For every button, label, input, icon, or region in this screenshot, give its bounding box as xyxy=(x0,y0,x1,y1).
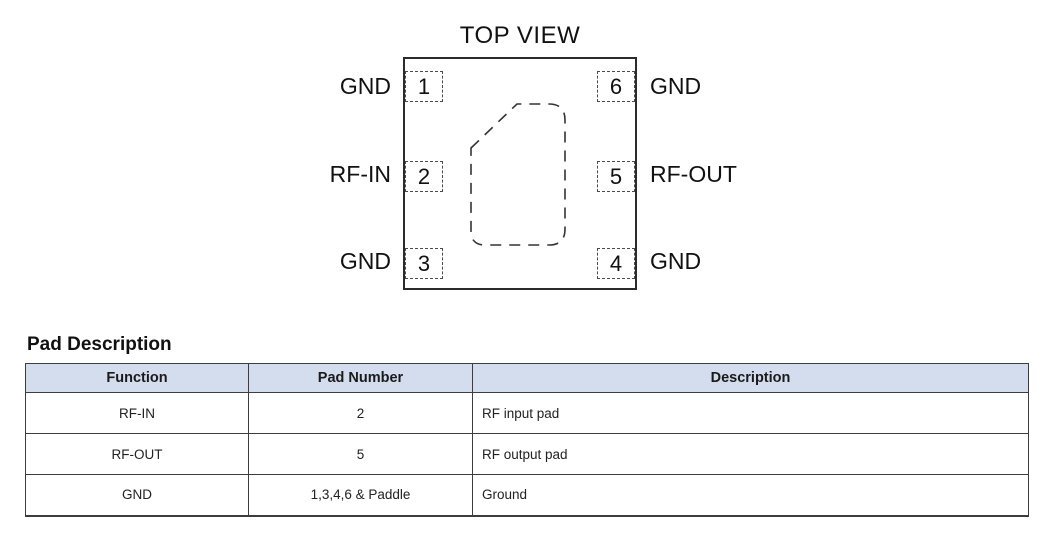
pin-label-gnd-3: GND xyxy=(339,248,391,274)
package-outline: 1 2 3 6 5 4 xyxy=(403,57,637,290)
pad-box-5: 5 xyxy=(597,161,635,192)
column-header-pad-number: Pad Number xyxy=(248,363,473,393)
pad-box-2: 2 xyxy=(405,161,443,192)
column-header-description: Description xyxy=(472,363,1029,393)
table-row: GND 1,3,4,6 & Paddle Ground xyxy=(25,474,1029,517)
pad-number: 2 xyxy=(417,163,431,189)
paddle-dashed-outline xyxy=(470,103,566,246)
pad-box-6: 6 xyxy=(597,71,635,102)
pin-label-gnd-6: GND xyxy=(650,73,702,99)
table-row: RF-IN 2 RF input pad xyxy=(25,392,1029,434)
cell-description: RF input pad xyxy=(472,392,1029,434)
pad-number: 6 xyxy=(609,73,623,99)
cell-function: RF-OUT xyxy=(25,433,249,475)
cell-description: Ground xyxy=(472,474,1029,517)
pin-label-rf-in: RF-IN xyxy=(329,161,391,187)
cell-function: RF-IN xyxy=(25,392,249,434)
cell-pad-number: 2 xyxy=(248,392,473,434)
pad-number: 3 xyxy=(417,250,431,276)
cell-function: GND xyxy=(25,474,249,517)
table-header-row: Function Pad Number Description xyxy=(25,363,1029,393)
cell-pad-number: 1,3,4,6 & Paddle xyxy=(248,474,473,517)
pad-box-4: 4 xyxy=(597,248,635,279)
exposed-paddle-icon xyxy=(470,103,566,246)
cell-description: RF output pad xyxy=(472,433,1029,475)
pad-description-table: Function Pad Number Description RF-IN 2 … xyxy=(25,363,1029,517)
top-view-title: TOP VIEW xyxy=(459,22,581,49)
pad-number: 1 xyxy=(417,73,431,99)
pin-label-gnd-4: GND xyxy=(650,248,702,274)
pin-label-rf-out: RF-OUT xyxy=(650,161,737,187)
pad-number: 5 xyxy=(609,163,623,189)
pad-description-heading: Pad Description xyxy=(27,334,172,355)
cell-pad-number: 5 xyxy=(248,433,473,475)
pad-box-3: 3 xyxy=(405,248,443,279)
column-header-function: Function xyxy=(25,363,249,393)
pad-number: 4 xyxy=(609,250,623,276)
pin-label-gnd-1: GND xyxy=(339,73,391,99)
pad-box-1: 1 xyxy=(405,71,443,102)
table-row: RF-OUT 5 RF output pad xyxy=(25,433,1029,475)
